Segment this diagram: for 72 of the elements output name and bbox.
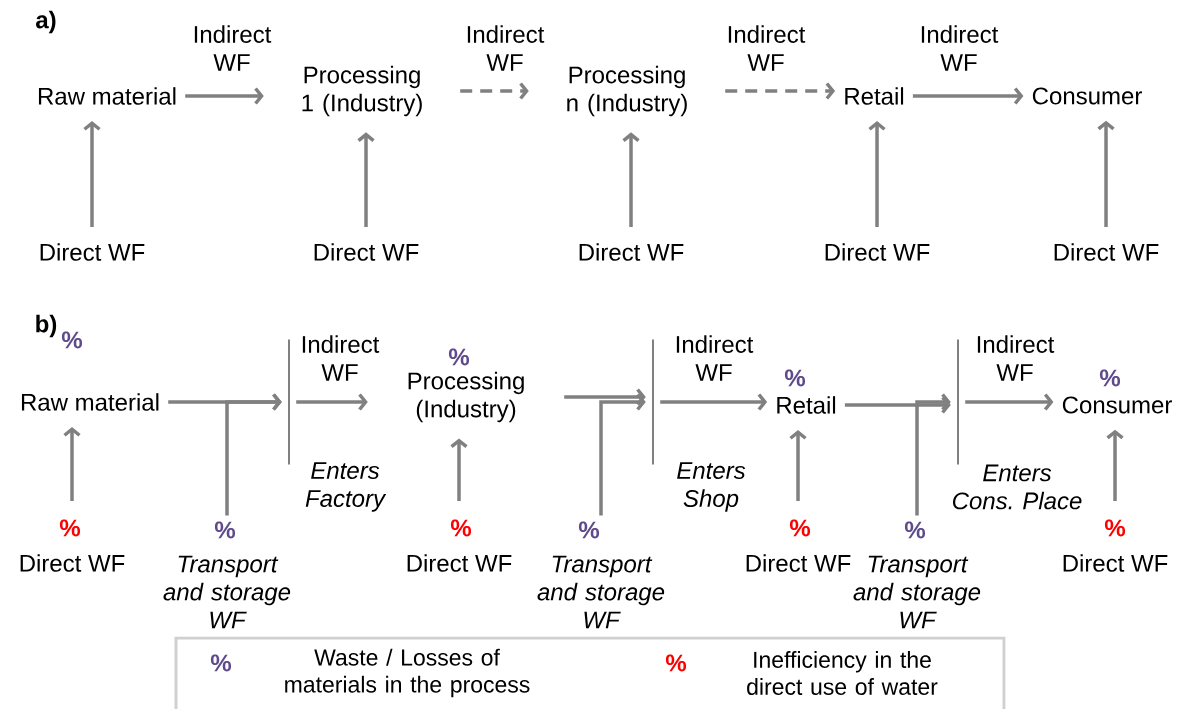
- arrow: [357, 132, 375, 227]
- percent-sign: %: [578, 521, 600, 539]
- divider-bar: [957, 339, 959, 465]
- arrow: [1106, 429, 1124, 501]
- note-label: Enters Cons. Place: [952, 464, 1082, 510]
- percent-sign: %: [665, 654, 687, 672]
- stage-label: Direct WF: [40, 243, 145, 261]
- stage-label: Retail: [777, 396, 836, 414]
- note-label: Enters Factory: [305, 462, 387, 512]
- stage-label: Raw material: [38, 87, 176, 105]
- arrow: [725, 82, 836, 100]
- percent-sign: %: [1099, 369, 1121, 387]
- water-footprint-label: Transport and storage WF: [853, 555, 981, 629]
- water-footprint-label: Transport and storage WF: [163, 555, 291, 629]
- percent-sign: %: [450, 519, 472, 537]
- arrow: [450, 438, 468, 501]
- edge-label: Indirect WF: [921, 25, 999, 71]
- arrow: [789, 430, 807, 501]
- edge-label: Indirect WF: [194, 25, 272, 71]
- arrow: [1097, 120, 1115, 227]
- stage-label: Consumer: [1032, 87, 1142, 105]
- arrow: [915, 393, 951, 516]
- edge-label: Indirect WF: [302, 335, 380, 381]
- stage-label: Direct WF: [1054, 243, 1159, 261]
- arrow: [460, 82, 529, 100]
- stage-label: Direct WF: [746, 554, 851, 572]
- edge-label: Indirect WF: [676, 335, 754, 381]
- percent-sign: %: [214, 521, 236, 539]
- stage-label: Direct WF: [407, 554, 512, 572]
- percent-sign: %: [59, 519, 81, 537]
- panel-letter: b): [36, 314, 57, 338]
- arrow: [965, 393, 1054, 411]
- arrow: [599, 393, 646, 516]
- stage-label: Processing n (Industry): [567, 65, 687, 117]
- stage-label: Raw material: [21, 393, 159, 411]
- stage-label: Processing 1 (Industry): [302, 65, 422, 117]
- arrow: [660, 393, 768, 411]
- edge-label: Indirect WF: [977, 335, 1055, 381]
- arrow: [844, 396, 951, 414]
- legend-text: Inefficiency in the direct use of water: [747, 651, 938, 695]
- stage-label: Direct WF: [579, 243, 684, 261]
- percent-sign: %: [789, 519, 811, 537]
- arrow: [83, 121, 101, 227]
- arrow: [564, 388, 646, 406]
- percent-sign: %: [904, 521, 926, 539]
- panel-letter: a): [36, 10, 56, 34]
- arrow: [185, 87, 264, 105]
- stage-label: Direct WF: [314, 243, 419, 261]
- note-label: Enters Shop: [677, 462, 746, 512]
- arrow: [622, 132, 640, 227]
- stage-label: Consumer: [1062, 396, 1172, 414]
- stage-label: Direct WF: [1063, 554, 1168, 572]
- stage-label: Retail: [845, 87, 904, 105]
- edge-label: Indirect WF: [467, 25, 545, 71]
- divider-bar: [288, 339, 290, 465]
- stage-label: Processing (Industry): [408, 371, 524, 423]
- stage-label: Direct WF: [20, 554, 125, 572]
- edge-label: Indirect WF: [728, 25, 806, 71]
- percent-sign: %: [1104, 519, 1126, 537]
- arrow: [912, 87, 1024, 105]
- divider-bar: [652, 339, 654, 465]
- stage-label: Direct WF: [825, 243, 930, 261]
- arrow: [868, 121, 886, 227]
- legend-text: Waste / Losses of materials in the process: [285, 648, 530, 698]
- percent-sign: %: [61, 331, 83, 349]
- arrow: [296, 393, 368, 411]
- arrow: [63, 427, 81, 501]
- percent-sign: %: [448, 348, 470, 366]
- arrow: [225, 393, 282, 516]
- water-footprint-label: Transport and storage WF: [537, 555, 665, 629]
- percent-sign: %: [210, 654, 232, 672]
- percent-sign: %: [784, 369, 806, 387]
